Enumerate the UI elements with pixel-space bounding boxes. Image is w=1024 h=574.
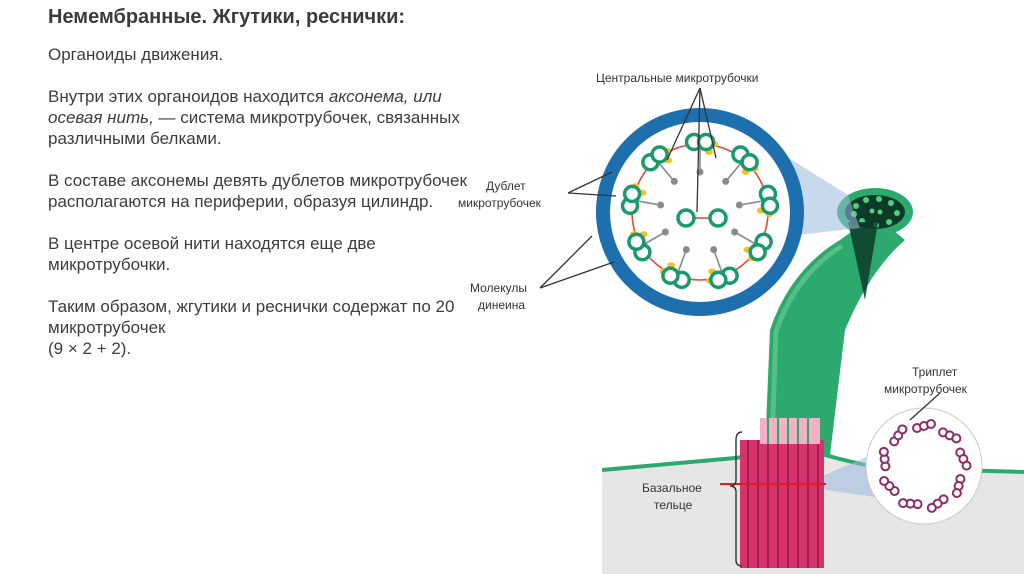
tip-dark-wedge: [848, 222, 878, 300]
spoke-head: [731, 228, 739, 236]
paragraph-3: В составе аксонемы девять дублетов микро…: [48, 171, 467, 211]
doublet-tubule-b: [760, 196, 780, 216]
label-dynein-line-1: Молекулы: [470, 281, 527, 295]
basal-body: [740, 440, 824, 568]
radial-spoke: [725, 160, 744, 182]
basal-body-top: [760, 418, 820, 444]
axoneme-term: аксонема, или осевая нить,: [48, 87, 442, 127]
slide-text: Органоиды движения. Внутри этих органоид…: [48, 44, 468, 380]
doublet-tubule-b: [661, 266, 680, 285]
triplet-tubule: [926, 419, 936, 429]
slide-title: Немембранные. Жгутики, реснички:: [48, 6, 406, 28]
label-doublet-line-2: микротрубочек: [458, 196, 542, 210]
spoke-head: [722, 177, 730, 185]
radial-spoke: [656, 160, 675, 182]
paragraph-5: Таким образом, жгутики и реснички содерж…: [48, 296, 468, 359]
doublet-tubule-b: [622, 184, 642, 204]
triplet-ring: [878, 419, 972, 513]
triplet-tubule: [951, 433, 962, 444]
radial-spoke: [634, 199, 661, 206]
paragraph-1: Органоиды движения.: [48, 45, 224, 64]
triplet-tubule: [961, 460, 972, 471]
paragraph-5-line-1: Таким образом, жгутики и реснички содерж…: [48, 297, 455, 337]
paragraph-2: Внутри этих органоидов находится аксонем…: [48, 86, 468, 149]
triplet-tubule: [951, 488, 962, 499]
triplet-tubule: [879, 475, 890, 486]
spoke-head: [735, 201, 743, 209]
spoke-head: [710, 246, 718, 254]
triplet-tubule: [897, 424, 908, 435]
spoke-head: [657, 201, 665, 209]
doublet-tubule-b: [650, 145, 669, 164]
label-basal-line-2: тельце: [654, 498, 693, 512]
triplet-tubule: [926, 502, 937, 513]
radial-spoke: [642, 231, 666, 246]
paragraph-2-start: Внутри этих органоидов находится: [48, 87, 329, 106]
flagellum-shaft: [765, 215, 905, 455]
paragraph-5-line-2: (9 × 2 + 2).: [48, 339, 132, 358]
paragraph-2-end: — система микротрубочек, связанных разли…: [48, 108, 460, 148]
label-dynein-line-2: динеина: [478, 298, 525, 312]
radial-spoke: [712, 249, 724, 275]
basal-body-stripes: [747, 440, 819, 568]
basal-body-top-stripes: [767, 418, 809, 444]
triplet-tubule: [898, 498, 909, 509]
spoke-head: [661, 228, 669, 236]
callout-lines: [539, 87, 941, 421]
label-central-microtubules: Центральные микротрубочки: [596, 71, 758, 85]
central-microtubule: [676, 208, 696, 228]
central-microtubule: [708, 208, 728, 228]
spoke-head: [670, 177, 678, 185]
doublet-tubule-b: [748, 242, 767, 262]
basal-bracket: [729, 431, 743, 567]
radial-spoke: [734, 231, 758, 246]
doublet-tubule-b: [740, 152, 759, 172]
radial-spoke: [739, 199, 766, 206]
flagellum-shaft-highlight: [769, 243, 844, 441]
label-triplet-line-2: микротрубочек: [884, 382, 968, 396]
triplet-tubule: [878, 446, 889, 457]
radial-spoke: [676, 249, 688, 275]
axoneme-parts: [620, 132, 780, 290]
label-doublet-line-1: Дублет: [486, 179, 526, 193]
doublet-tubule-b: [627, 232, 646, 252]
label-triplet-line-1: Триплет: [912, 365, 958, 379]
paragraph-4: В центре осевой нити находятся еще две м…: [48, 234, 376, 274]
label-basal-line-1: Базальное: [642, 481, 702, 495]
doublet-tubule-b: [709, 270, 728, 290]
spoke-head: [682, 246, 690, 254]
